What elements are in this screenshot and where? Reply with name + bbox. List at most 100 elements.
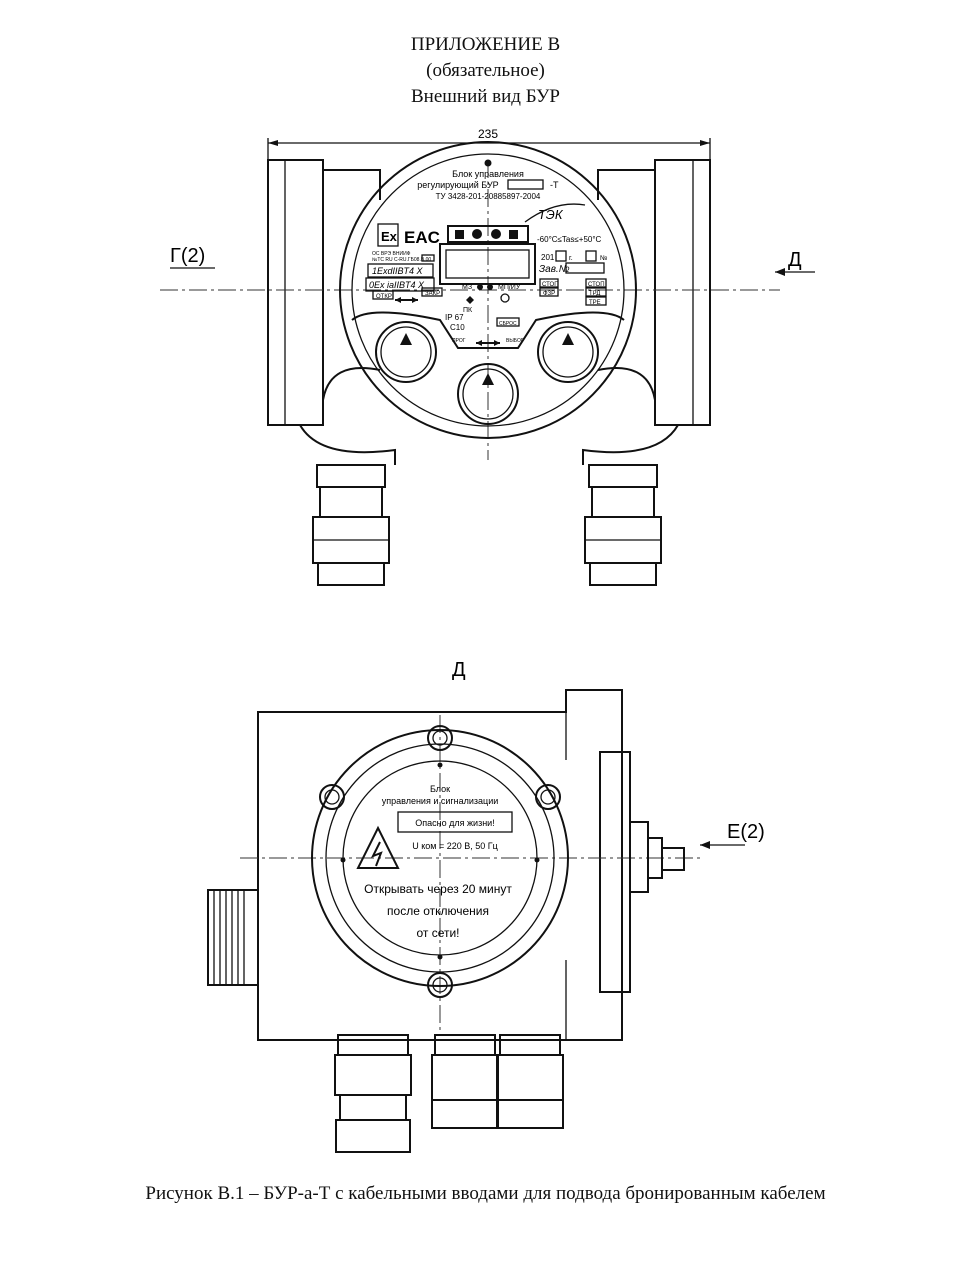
reset-indicator [496, 317, 520, 327]
control-knob-center [457, 363, 519, 425]
eac-mark-icon: EAC [404, 228, 440, 247]
warning-line1: Открывать через 20 минут [364, 882, 512, 896]
bottom-gland-2-nut [434, 1034, 496, 1056]
bottom-gland-1-end [335, 1119, 411, 1153]
tpe-label: ТРЕ [589, 300, 601, 306]
direction-arrow-right [412, 297, 418, 303]
ex-plate-2 [365, 277, 435, 292]
bolt-left-outer [319, 784, 345, 810]
model-field [507, 179, 544, 190]
button-3-icon [491, 229, 501, 239]
reset-label: СБРОС [499, 321, 517, 327]
right-connector [629, 821, 685, 893]
brand-logo: ТЭК [538, 207, 564, 222]
view-arrow-head [775, 268, 785, 276]
mpiu-label: МП/ИУ [498, 284, 521, 291]
control-knob-center-inner [462, 368, 514, 420]
bottom-gland-3 [496, 1034, 564, 1129]
mz-led-2-icon [487, 284, 493, 290]
right-connector-tip [661, 847, 685, 871]
plate-rivet-left [340, 857, 346, 863]
open-label: ОТКР [376, 294, 392, 300]
bolt-right [535, 784, 561, 810]
gland-left-nut [316, 464, 386, 488]
bottom-gland-2 [431, 1034, 499, 1129]
prog-label: ПРОГ [452, 338, 466, 344]
view-label-d-arrow: Д [788, 249, 802, 271]
select-label: ВЫБОР [506, 338, 525, 344]
bottom-gland-1-body [339, 1094, 407, 1121]
serial-label: Зав.№ [539, 264, 570, 275]
control-knob-right-inner [542, 326, 594, 378]
dimension-arrow-right [700, 140, 710, 146]
serial-field [565, 262, 605, 274]
direction-arrow-left [395, 297, 401, 303]
bottom-gland-3-body [496, 1099, 564, 1129]
lcd-screen [445, 249, 530, 279]
view-arrow-e-head [700, 841, 710, 849]
button-bar [447, 225, 529, 243]
gland-left-body [319, 486, 383, 518]
cover-screw-dot [484, 159, 492, 167]
warning-line2: после отключения [387, 904, 489, 918]
ex-marking-2: 0Ex iaIIBT4 X [369, 280, 425, 290]
arrow-up-icon [482, 373, 494, 385]
housing-bottom [299, 424, 679, 465]
warning-line3: от сети! [416, 926, 459, 940]
bolt-right-outer [535, 784, 561, 810]
bolt-top-inner [432, 730, 448, 746]
right-connector-flange [629, 821, 649, 893]
back-cover-outer [311, 729, 569, 987]
stop-right-indicator [585, 278, 607, 288]
bolt-top-outer [427, 725, 453, 751]
side-plate [599, 751, 631, 993]
bolt-top [427, 725, 453, 751]
figure-caption: Рисунок В.1 – БУР-а-Т с кабельными ввода… [145, 1183, 826, 1204]
plate-rivet-top [437, 762, 443, 768]
cable-gland-right [584, 464, 662, 586]
view-label-g: Г(2) [170, 245, 205, 267]
control-knob-left [375, 321, 437, 383]
c10-label: C10 [450, 323, 465, 332]
back-view: Д Блок управления и сигнализации Опасно … [207, 659, 765, 1153]
bottom-gland-3-nut [499, 1034, 561, 1056]
lower-arrow-right [494, 340, 500, 346]
bottom-gland-1 [334, 1034, 412, 1153]
cover-outer-ring [339, 141, 637, 439]
gland-right-body [591, 486, 655, 518]
bottom-gland-3-hex [496, 1054, 564, 1101]
gland-left-end [317, 562, 385, 586]
ip-rating: IP 67 [445, 313, 464, 322]
arrow-up-icon [400, 333, 412, 345]
tpd-label: ТРД [589, 291, 600, 297]
number-label: № [600, 255, 608, 262]
high-voltage-icon [356, 825, 400, 869]
lcd-display [439, 243, 536, 285]
brand-swoosh [524, 203, 586, 223]
gland-right-nut [588, 464, 658, 488]
left-flange [267, 159, 324, 426]
bolt-left [319, 784, 345, 810]
bolt-right-inner [540, 789, 556, 805]
cover-inner-ring [351, 153, 625, 427]
year-field [555, 250, 567, 262]
plate-line2: управления и сигнализации [382, 796, 499, 806]
front-view: 235 Блок управления регулирующий БУР -Т … [160, 127, 815, 586]
dimension-arrow-left [268, 140, 278, 146]
figure-heading: Внешний вид БУР [411, 86, 560, 107]
panel-line2: регулирующий БУР [417, 180, 498, 190]
tpd-indicator [585, 287, 607, 297]
plate-line1: Блок [430, 784, 450, 794]
fsr-indicator [539, 287, 559, 297]
side-gland-left [207, 889, 259, 986]
lightning-bolt-icon [370, 841, 383, 867]
pk-diamond-icon [466, 296, 474, 304]
cert-line1: ОС ВРЭ ВНИИФ [372, 251, 411, 257]
control-knob-left-inner [380, 326, 432, 378]
dimension-value: 235 [478, 127, 498, 141]
plate-rivet-bottom [437, 954, 443, 960]
ex-marking-1: 1ExdIIBT4 X [372, 266, 424, 276]
bottom-gland-2-hex [431, 1054, 499, 1101]
stop-right-label: СТОП [588, 282, 605, 288]
